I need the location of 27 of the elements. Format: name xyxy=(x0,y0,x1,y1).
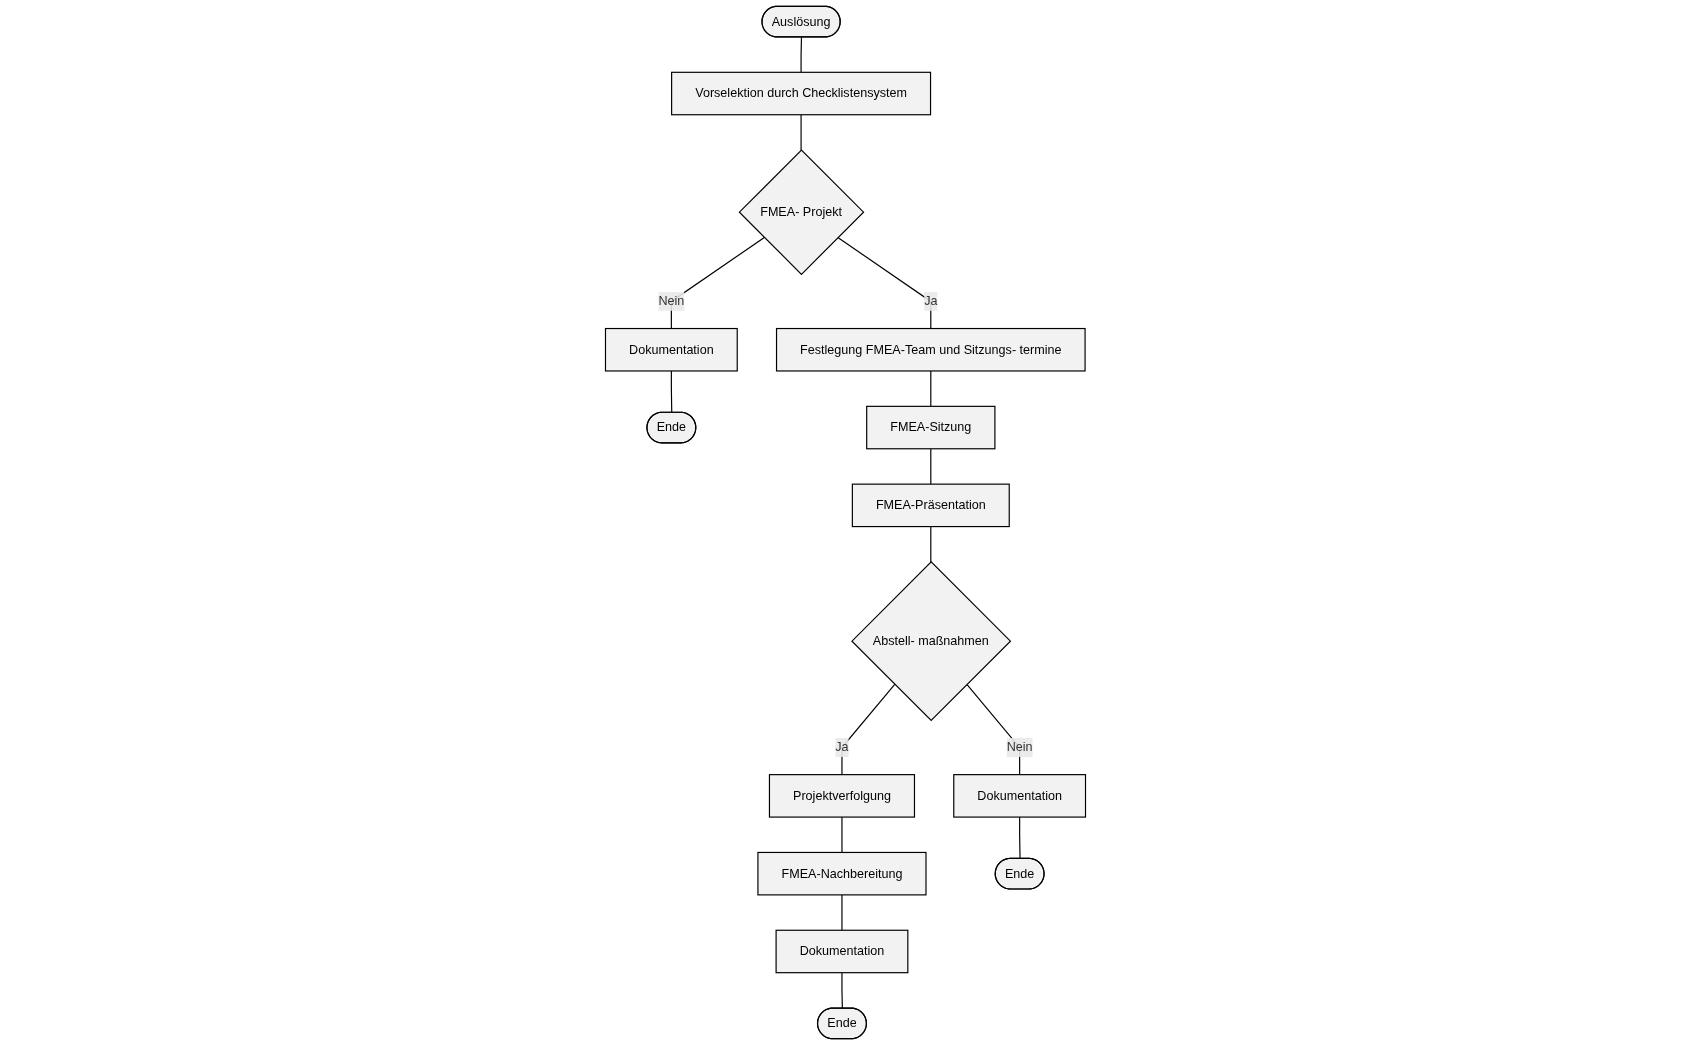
edge-label: Ja xyxy=(924,294,938,308)
node-box: Projektverfolgung xyxy=(768,774,916,818)
node-box: Vorselektion durch Checklistensystem xyxy=(671,71,932,116)
node-box: Dokumentation xyxy=(604,327,738,372)
node-box: FMEA-Nachbereitung xyxy=(757,851,927,896)
connector xyxy=(930,370,932,407)
node-box: FMEA-Präsentation xyxy=(851,483,1010,528)
node-box: FMEA-Sitzung xyxy=(866,405,996,450)
connector xyxy=(800,114,802,151)
node-diamond: Abstell- maßnahmen xyxy=(851,561,1012,722)
connector xyxy=(841,683,896,776)
connector xyxy=(930,526,932,563)
node-box: Dokumentation xyxy=(953,774,1087,818)
node-box: Dokumentation xyxy=(775,929,909,974)
connector xyxy=(800,36,803,73)
edge-label: Ja xyxy=(835,740,849,754)
connector xyxy=(841,816,843,854)
node-box: Festlegung FMEA-Team und Sitzungs- termine xyxy=(775,327,1086,372)
connector xyxy=(841,894,843,931)
connector xyxy=(837,236,932,330)
edge-label: Nein xyxy=(658,294,685,308)
connector xyxy=(841,972,843,1010)
connector xyxy=(670,370,673,414)
edge-label: Nein xyxy=(1006,740,1033,754)
node-diamond: FMEA- Projekt xyxy=(738,149,865,276)
connector xyxy=(1019,816,1021,860)
connector xyxy=(930,448,932,485)
